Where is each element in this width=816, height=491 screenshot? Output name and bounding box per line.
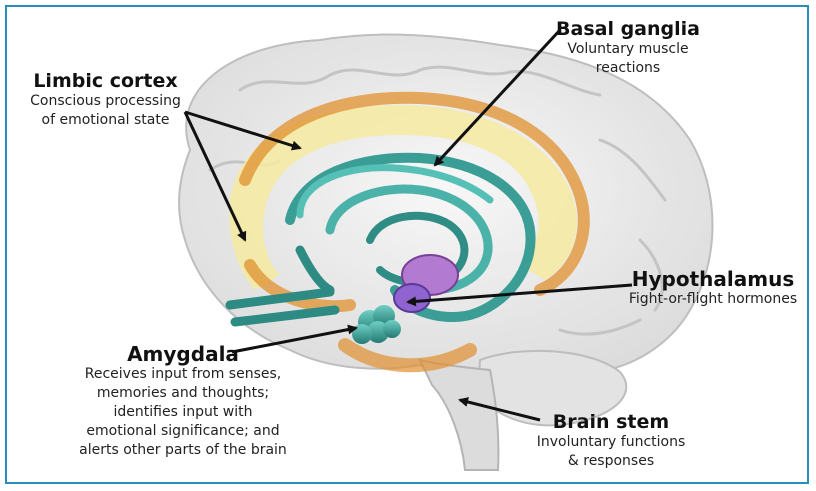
brain-stem-title: Brain stem [516,411,706,433]
brain-stem-desc-1: Involuntary functions [516,433,706,452]
amygdala-desc-4: emotional significance; and [52,422,314,441]
hypothalamus-desc-1: Fight-or-flight hormones [618,290,808,309]
label-amygdala: Amygdala Receives input from senses, mem… [52,343,314,460]
amygdala-desc-5: alerts other parts of the brain [52,441,314,460]
limbic-cortex-desc-2: of emotional state [18,111,193,130]
basal-ganglia-title: Basal ganglia [548,18,708,40]
hypothalamus-shape-lower [394,284,430,312]
amygdala-title: Amygdala [52,343,314,365]
amygdala-desc-3: identifies input with [52,403,314,422]
label-hypothalamus: Hypothalamus Fight-or-flight hormones [618,268,808,309]
brain-stem-desc-2: & responses [516,452,706,471]
label-basal-ganglia: Basal ganglia Voluntary muscle reactions [548,18,708,78]
amygdala-desc-2: memories and thoughts; [52,384,314,403]
label-limbic-cortex: Limbic cortex Conscious processing of em… [18,70,193,130]
label-brain-stem: Brain stem Involuntary functions & respo… [516,411,706,471]
basal-ganglia-desc-2: reactions [548,59,708,78]
limbic-cortex-title: Limbic cortex [18,70,193,92]
brain-stem-shape [420,360,498,470]
limbic-cortex-desc-1: Conscious processing [18,92,193,111]
hypothalamus-title: Hypothalamus [618,268,808,290]
amygdala-desc-1: Receives input from senses, [52,365,314,384]
basal-ganglia-desc-1: Voluntary muscle [548,40,708,59]
